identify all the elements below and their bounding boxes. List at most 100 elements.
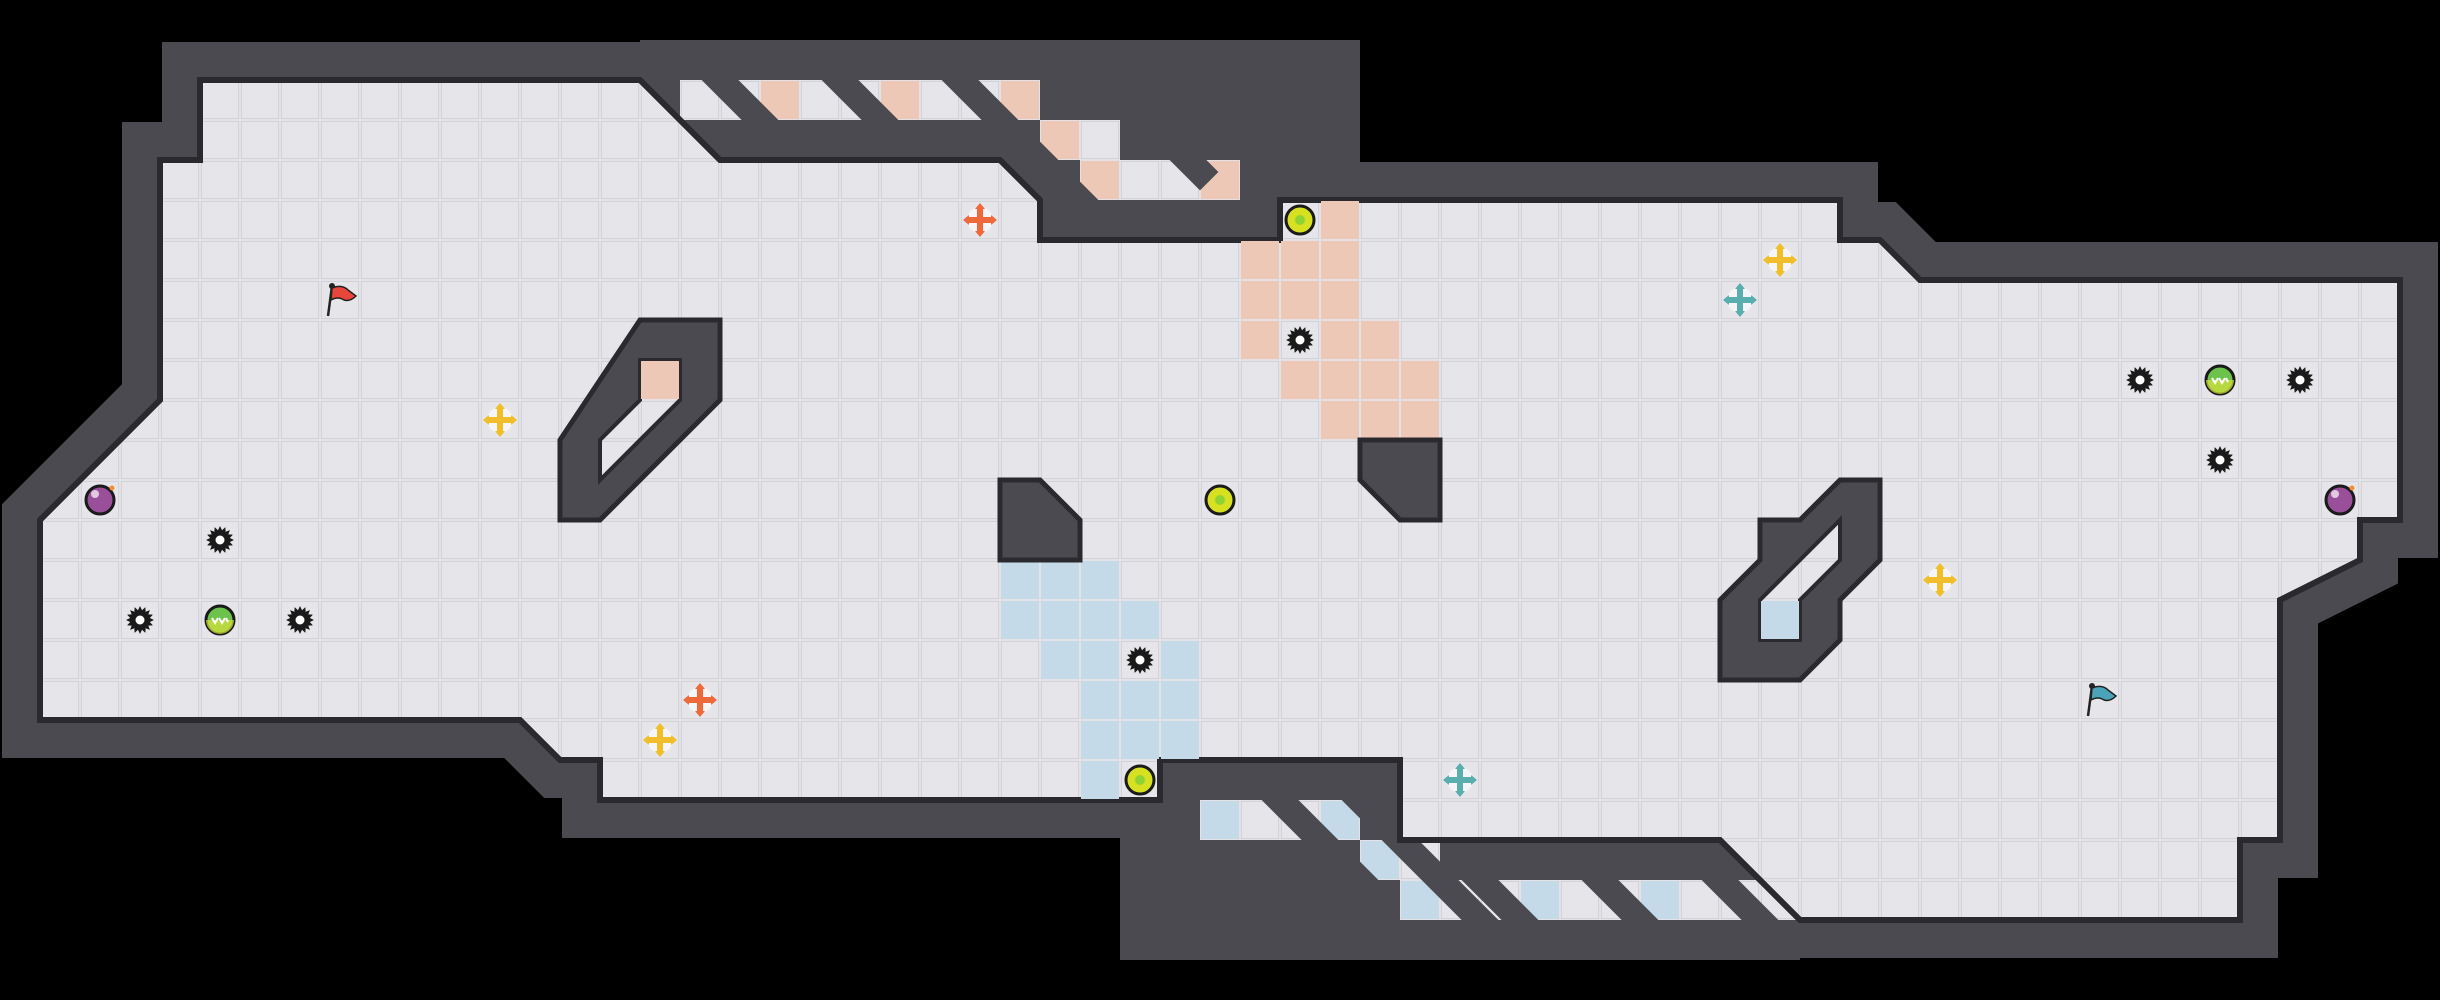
spike-gear-icon[interactable]	[286, 606, 314, 634]
gear-hole	[2135, 375, 2145, 385]
blue-zone-tile	[1041, 601, 1079, 639]
diagonal-wall-bar	[1141, 113, 1219, 191]
obstacle-layer	[557, 317, 1883, 683]
diagonal-wall-bar	[941, 61, 1099, 219]
pad-cross	[1926, 566, 1954, 594]
ball-shade	[2206, 380, 2234, 394]
corner-block-right	[1357, 437, 1443, 523]
orange-zone-tile	[1281, 361, 1319, 399]
diagonal-wall-bar	[1341, 781, 1499, 939]
orange-zone-tile	[1361, 401, 1399, 439]
yellow-orb-icon[interactable]	[1284, 204, 1316, 236]
diagonal-wall-bar	[1261, 781, 1379, 899]
blue-zone-tile	[1041, 641, 1079, 679]
orange-zone-tile	[1361, 321, 1399, 359]
ball-stripes	[211, 617, 229, 625]
bomb-body	[2324, 484, 2356, 516]
yellow-move-pad-icon[interactable]	[483, 403, 517, 437]
blue-zone-tile	[1001, 561, 1039, 599]
bomb-icon[interactable]	[84, 484, 116, 516]
bomb-fuse	[2349, 485, 2355, 491]
diagonal-wall-bar	[1701, 861, 1779, 939]
bomb-shine	[2331, 490, 2339, 498]
orange-zone-tile	[1321, 321, 1359, 359]
orange-move-pad-icon[interactable]	[963, 203, 997, 237]
gear-hole	[295, 615, 305, 625]
diagonal-wall-bar	[701, 61, 779, 139]
goal-flag-icon[interactable]	[2086, 683, 2118, 717]
striped-ball-icon[interactable]	[204, 604, 236, 636]
orange-zone-tile	[1401, 401, 1439, 439]
yellow-orb-icon[interactable]	[1124, 764, 1156, 796]
void	[1040, 0, 1360, 24]
spike-gear-icon[interactable]	[1126, 646, 1154, 674]
orange-zone-tile	[1241, 241, 1279, 279]
yellow-move-pad-icon[interactable]	[1923, 563, 1957, 597]
yellow-move-pad-icon[interactable]	[643, 723, 677, 757]
teal-move-pad-icon[interactable]	[1443, 763, 1477, 797]
bomb-icon[interactable]	[2324, 484, 2356, 516]
spike-gear-icon[interactable]	[206, 526, 234, 554]
orb-core	[1135, 775, 1145, 785]
flag-cloth	[2090, 685, 2118, 702]
orb-core	[1215, 495, 1225, 505]
colored-zones	[1001, 201, 1439, 799]
entity-layer[interactable]	[84, 203, 2356, 797]
blue-zone-tile	[1081, 761, 1119, 799]
strip-tile	[1120, 160, 1160, 200]
spike-gear-icon[interactable]	[126, 606, 154, 634]
corner-block-left	[997, 477, 1083, 563]
strip-tile	[1080, 120, 1120, 160]
pad-cross	[1766, 246, 1794, 274]
blue-zone-tile	[1161, 721, 1199, 759]
left-diagonal-obstacle-tile	[641, 361, 679, 399]
orange-zone-tile	[1281, 281, 1319, 319]
blue-zone-tile	[1121, 681, 1159, 719]
gear-hole	[1135, 655, 1145, 665]
diagonal-wall-bar	[1461, 861, 1539, 939]
orange-zone-tile	[1321, 361, 1359, 399]
spike-gear-icon[interactable]	[2206, 446, 2234, 474]
blue-strip-tile	[1201, 801, 1239, 839]
striped-ball-icon[interactable]	[2204, 364, 2236, 396]
blue-zone-tile	[1041, 561, 1079, 599]
diagonal-wall-bar	[1581, 861, 1659, 939]
orange-zone-tile	[1321, 401, 1359, 439]
yellow-orb-icon[interactable]	[1204, 484, 1236, 516]
orange-zone-tile	[1401, 361, 1439, 399]
spike-gear-icon[interactable]	[2126, 366, 2154, 394]
orange-zone-tile	[1321, 241, 1359, 279]
ball-shade	[206, 620, 234, 634]
orange-zone-tile	[1281, 241, 1319, 279]
pad-cross	[966, 206, 994, 234]
blue-zone-tile	[1081, 641, 1119, 679]
blue-zone-tile	[1081, 681, 1119, 719]
blue-zone-tile	[1121, 721, 1159, 759]
diagonal-wall-bar	[821, 61, 899, 139]
orange-zone-tile	[1321, 281, 1359, 319]
right-diagonal-obstacle-tile	[1761, 601, 1799, 639]
blue-zone-tile	[1081, 721, 1119, 759]
orange-move-pad-icon[interactable]	[683, 683, 717, 717]
orange-zone-tile	[1241, 321, 1279, 359]
blue-zone-tile	[1001, 601, 1039, 639]
orange-zone-tile	[1321, 201, 1359, 239]
conveyor-strips	[680, 61, 1800, 939]
bomb-fuse	[109, 485, 115, 491]
bomb-body	[84, 484, 116, 516]
blue-zone-tile	[1081, 601, 1119, 639]
gear-hole	[2215, 455, 2225, 465]
teal-move-pad-icon[interactable]	[1723, 283, 1757, 317]
blue-zone-tile	[1121, 601, 1159, 639]
pad-cross	[1446, 766, 1474, 794]
yellow-move-pad-icon[interactable]	[1763, 243, 1797, 277]
start-flag-icon[interactable]	[326, 283, 358, 317]
flag-cloth	[330, 285, 358, 302]
spike-gear-icon[interactable]	[1286, 326, 1314, 354]
pad-cross	[646, 726, 674, 754]
pad-cross	[486, 406, 514, 434]
spike-gear-icon[interactable]	[2286, 366, 2314, 394]
pad-cross	[686, 686, 714, 714]
gear-hole	[1295, 335, 1305, 345]
